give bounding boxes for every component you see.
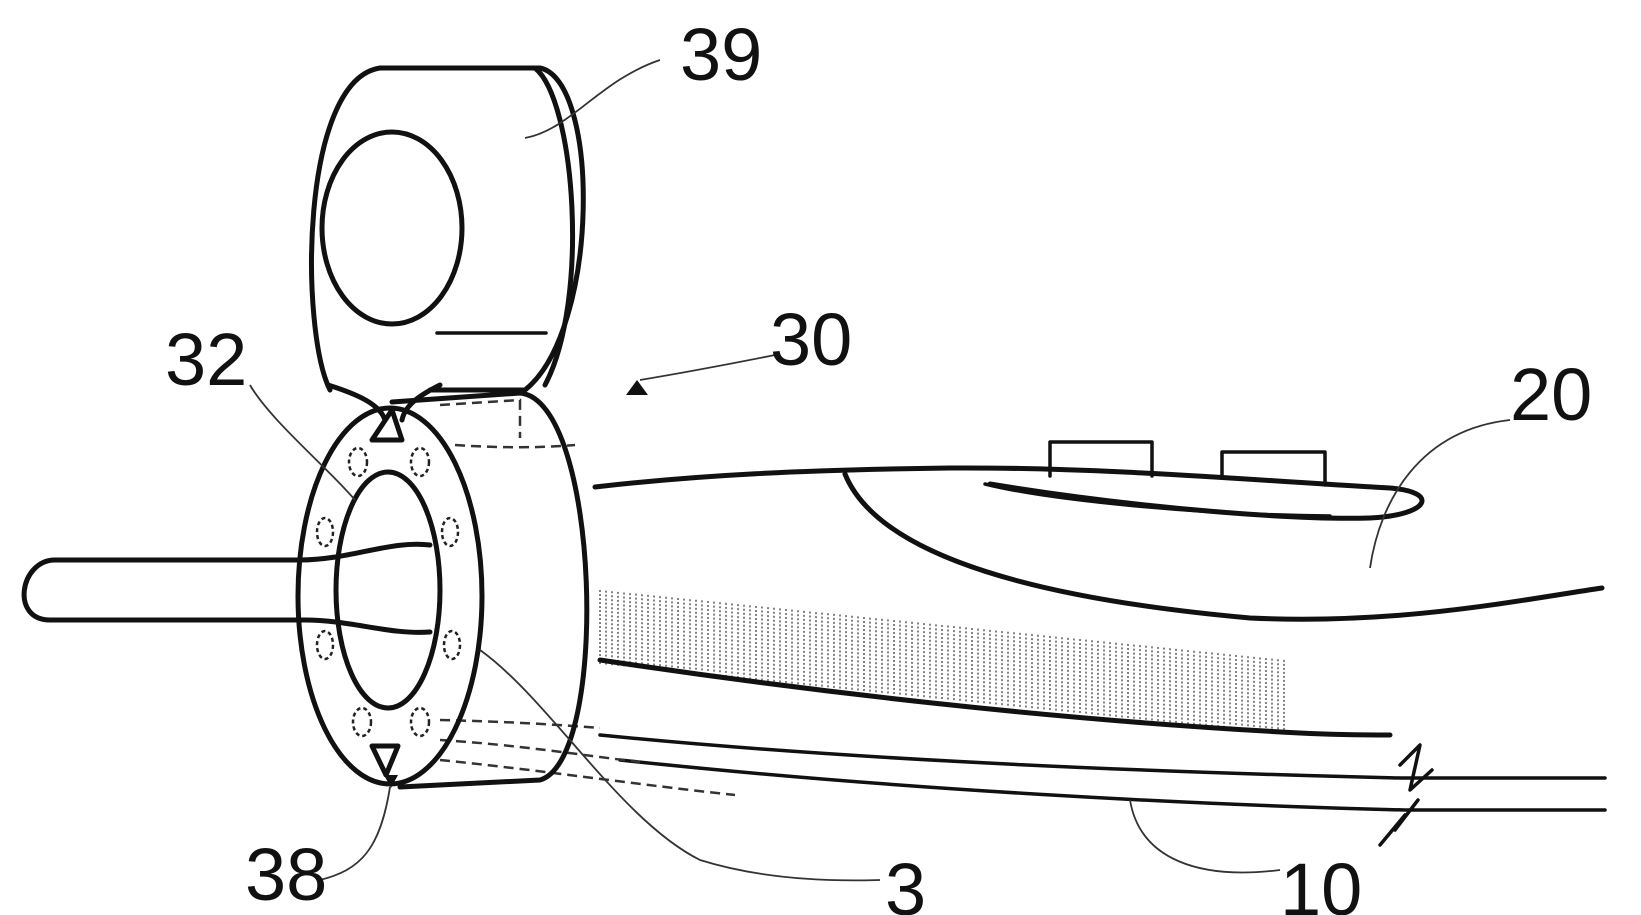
component-30-ring-assembly [298, 380, 648, 788]
label-39: 39 [680, 13, 762, 96]
label-32: 32 [165, 318, 247, 401]
component-10-shaft [440, 660, 1605, 845]
label-38: 38 [245, 833, 327, 915]
label-10: 10 [1280, 848, 1362, 915]
handle-lever [24, 544, 430, 632]
label-30: 30 [770, 298, 852, 381]
component-20-housing [595, 442, 1602, 619]
component-39-upper-ring [312, 68, 584, 420]
reference-numerals: 39 30 32 20 38 3 10 [165, 13, 1592, 915]
label-3: 3 [885, 848, 926, 915]
label-20: 20 [1510, 353, 1592, 436]
